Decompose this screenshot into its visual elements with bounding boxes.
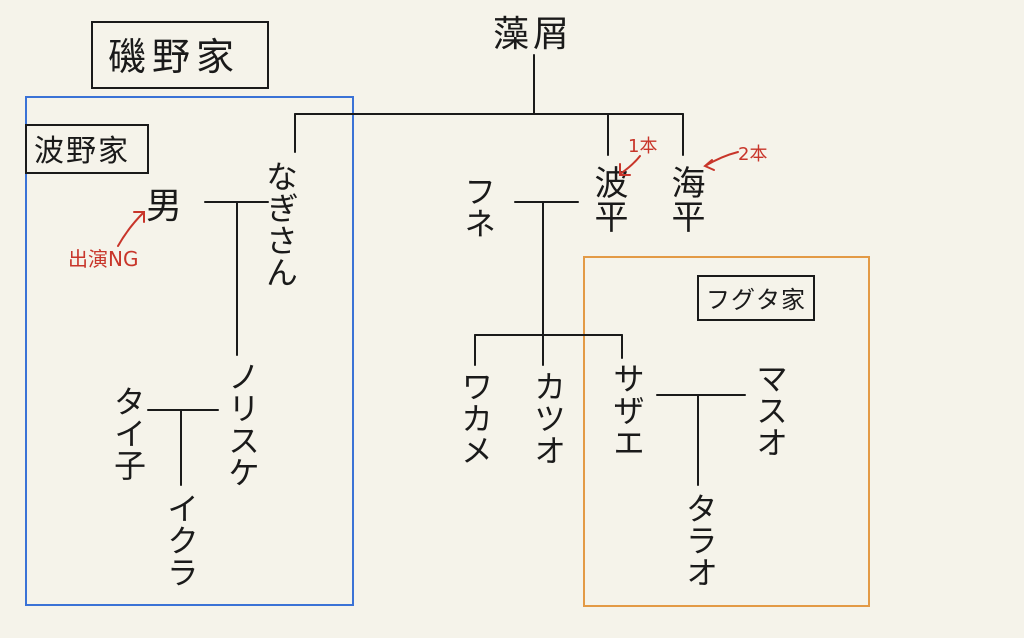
fuguta-family-frame [583, 256, 870, 607]
person-mokuzu: 藻屑 [493, 14, 573, 55]
note-shutsuen-ng: 出演NG [68, 247, 138, 271]
isono-family-label-box [91, 21, 269, 89]
arrow-shutsuen-ng [117, 211, 145, 247]
person-namihei: 波平 [588, 165, 628, 233]
tree-lines [147, 54, 746, 486]
person-taiko: タイ子 [109, 385, 147, 481]
fuguta-family-label-box [697, 275, 815, 321]
person-tarao: タラオ [681, 492, 719, 588]
arrow-nihon [703, 151, 739, 171]
person-umihei: 海平 [665, 165, 705, 233]
namino-family-frame [25, 96, 354, 606]
namino-family-label-box [25, 124, 149, 174]
person-otoko: 男 [146, 186, 182, 227]
fuguta-family-label: フグタ家 [706, 286, 806, 314]
person-masuo: マスオ [751, 362, 789, 458]
arrow-ippon [619, 155, 641, 176]
note-nihon: 2本 [738, 144, 767, 165]
person-wakame: ワカメ [456, 370, 494, 466]
person-sazae: サザエ [608, 362, 646, 458]
isono-family-label: 磯野家 [108, 35, 240, 79]
note-ippon: 1本 [628, 136, 657, 157]
person-ikura: イクラ [162, 492, 200, 588]
namino-family-label: 波野家 [34, 134, 130, 169]
person-fune: フネ [459, 175, 497, 239]
person-katsuo: カツオ [529, 370, 567, 466]
person-nagisan: なぎさん [261, 160, 299, 288]
person-norisuke: ノリスケ [223, 360, 261, 488]
